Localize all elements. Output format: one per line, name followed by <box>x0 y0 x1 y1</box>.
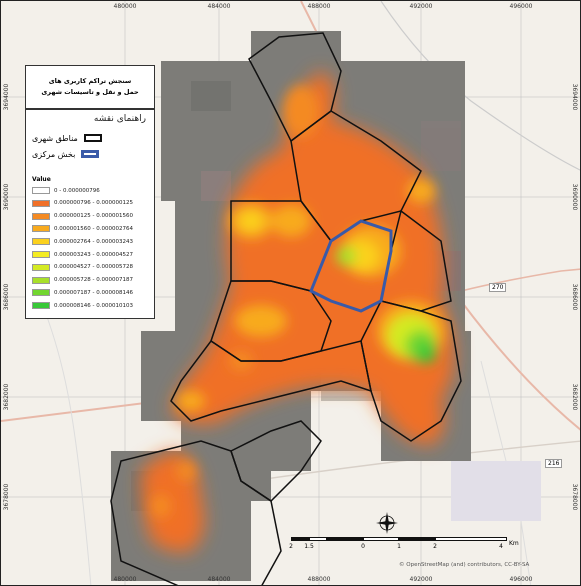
tick-bottom-3: 488000 <box>307 576 331 583</box>
scale-label-3: 0 <box>361 543 365 550</box>
legend-class-swatch <box>32 212 50 220</box>
legend-row-central-district: بخش مرکزی <box>32 148 148 160</box>
legend-class-swatch <box>32 276 50 284</box>
scale-label-2: 1.5 <box>304 543 314 550</box>
legend-class-label: 0.000000796 - 0.000000125 <box>54 200 133 207</box>
road-shield-270: 270 <box>489 283 507 292</box>
road-shield-216: 216 <box>545 459 563 468</box>
legend-class-label: 0 - 0.000000796 <box>54 187 100 194</box>
tick-left-4: 3682000 <box>2 383 10 411</box>
legend-class-label: 0.000001560 - 0.000002764 <box>54 225 133 232</box>
tick-top-2: 484000 <box>207 3 231 10</box>
legend-class-swatch <box>32 225 50 233</box>
legend-class-row: 0.000005728 - 0.000007187 <box>32 276 133 285</box>
tick-top-4: 492000 <box>409 3 433 10</box>
legend-class-label: 0.000000125 - 0.000001560 <box>54 213 133 220</box>
legend-class-label: 0.000008146 - 0.000010103 <box>54 302 133 309</box>
tick-bottom-1: 480000 <box>113 576 137 583</box>
scale-label-5: 2 <box>433 543 437 550</box>
legend-class-label: 0.000004527 - 0.000005728 <box>54 264 133 271</box>
legend-class-swatch <box>32 238 50 246</box>
legend-class-row: 0.000004527 - 0.000005728 <box>32 263 133 272</box>
sym-urban-zones <box>83 134 102 142</box>
legend-heading: راهنمای نقشه <box>93 114 146 124</box>
map-attribution: © OpenStreetMap (and) contributors, CC-B… <box>399 562 530 568</box>
scale-seg-3 <box>327 537 363 541</box>
tick-top-5: 496000 <box>509 3 533 10</box>
tick-top-3: 488000 <box>307 3 331 10</box>
tick-right-5: 3678000 <box>571 483 579 511</box>
scale-seg-5 <box>399 537 435 541</box>
legend-class-row: 0.000007187 - 0.000008146 <box>32 288 133 297</box>
central-district-boundary <box>309 219 393 313</box>
tick-top-1: 480000 <box>113 3 137 10</box>
legend-class-swatch <box>32 263 50 271</box>
map-title: سنجش تراکم کاربری های حمل و نقل و تاسیسا… <box>25 65 155 109</box>
legend-class-row: 0.000002764 - 0.000003243 <box>32 237 133 246</box>
legend-class-swatch <box>32 289 50 297</box>
tick-left-2: 3690000 <box>2 183 10 211</box>
scale-label-1: 2 <box>289 543 293 550</box>
scale-label-4: 1 <box>397 543 401 550</box>
legend-class-row: 0.000001560 - 0.000002764 <box>32 224 133 233</box>
legend-value-label: Value <box>32 176 51 183</box>
map-title-line-2: حمل و نقل و تاسیسات شهری <box>41 88 139 96</box>
legend-class-label: 0.000002764 - 0.000003243 <box>54 238 133 245</box>
legend-class-swatch <box>32 302 50 310</box>
legend-class-label: 0.000003243 - 0.000004527 <box>54 251 133 258</box>
map-title-line-1: سنجش تراکم کاربری های <box>48 77 132 85</box>
tick-right-3: 3686000 <box>571 283 579 311</box>
tick-right-4: 3682000 <box>571 383 579 411</box>
tick-left-3: 3686000 <box>2 283 10 311</box>
tick-bottom-2: 484000 <box>207 576 231 583</box>
legend-class-swatch <box>32 199 50 207</box>
legend-class-row: 0.000008146 - 0.000010103 <box>32 301 133 310</box>
tick-left-5: 3678000 <box>2 483 10 511</box>
tick-bottom-5: 496000 <box>509 576 533 583</box>
scale-seg-1 <box>291 537 309 541</box>
tick-left-1: 3694000 <box>2 83 10 111</box>
legend-central-district-label: بخش مرکزی <box>32 149 76 159</box>
scale-unit: Km <box>509 540 519 547</box>
legend-class-row: 0.000003243 - 0.000004527 <box>32 250 133 259</box>
north-arrow-icon <box>376 512 398 534</box>
legend-class-swatch <box>32 187 50 194</box>
scale-bar: 2 1.5 0 1 2 4 Km <box>289 537 519 557</box>
density-surface <box>141 71 455 553</box>
tick-right-1: 3694000 <box>571 83 579 111</box>
legend-class-row: 0.000000125 - 0.000001560 <box>32 212 133 221</box>
map-legend: راهنمای نقشه مناطق شهری بخش مرکزی Value … <box>25 109 155 319</box>
legend-class-label: 0.000007187 - 0.000008146 <box>54 289 133 296</box>
legend-class-row: 0.000000796 - 0.000000125 <box>32 199 133 208</box>
tick-right-2: 3690000 <box>571 183 579 211</box>
scale-label-6: 4 <box>499 543 503 550</box>
scale-seg-6 <box>435 537 507 541</box>
legend-urban-zones-label: مناطق شهری <box>32 133 78 143</box>
legend-class-swatch <box>32 251 50 258</box>
legend-class-label: 0.000005728 - 0.000007187 <box>54 277 133 284</box>
scale-seg-2 <box>309 537 327 541</box>
scale-seg-4 <box>363 537 399 541</box>
sym-central-district <box>81 150 100 158</box>
legend-class-row: 0 - 0.000000796 <box>32 186 100 195</box>
tick-bottom-4: 492000 <box>409 576 433 583</box>
built-area <box>451 461 541 521</box>
legend-row-urban-zones: مناطق شهری <box>32 132 148 144</box>
